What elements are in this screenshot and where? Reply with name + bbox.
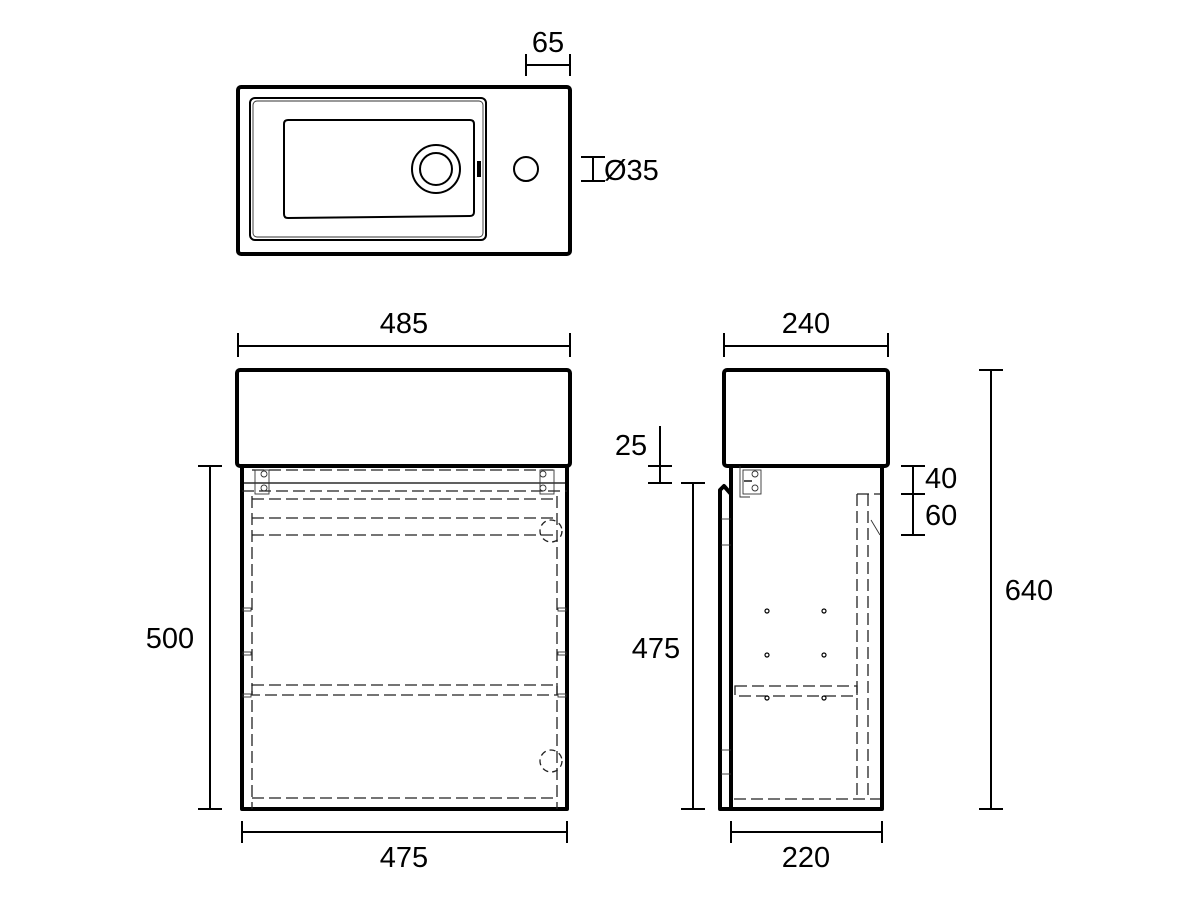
- dimension-cabinet-width: 475: [241, 821, 568, 874]
- dimension-basin-depth: 240: [723, 308, 889, 357]
- dimension-cabinet-depth: 220: [730, 821, 883, 874]
- basin-front: [235, 368, 572, 468]
- basin-rim: [249, 97, 487, 241]
- dimension-tap-diameter: Ø35: [581, 155, 659, 187]
- dim-label-240: 240: [782, 308, 830, 340]
- shelf-hidden: [251, 684, 558, 696]
- bracket-left: [254, 469, 270, 495]
- tap-hole-icon: [513, 156, 539, 182]
- dimension-door-height: 475: [632, 482, 705, 810]
- dim-label-220: 220: [782, 842, 830, 874]
- cabinet-side: [729, 466, 884, 811]
- dim-label-485: 485: [380, 308, 428, 340]
- dim-label-475-width: 475: [380, 842, 428, 874]
- dim-label-640: 640: [1005, 575, 1053, 607]
- dim-label-diameter: Ø35: [604, 155, 659, 187]
- side-view: 240: [615, 308, 1053, 874]
- waste-pipe-hidden: [539, 519, 563, 543]
- basin-outline: [236, 85, 572, 256]
- dim-label-40: 40: [925, 463, 957, 495]
- dimension-door-offset: 25: [615, 426, 672, 484]
- hinge-marks: [242, 607, 567, 698]
- basin-side: [722, 368, 890, 468]
- dimension-hinge-positions: 40 60: [901, 463, 957, 536]
- dim-label-65: 65: [532, 27, 564, 59]
- dim-label-500: 500: [146, 623, 194, 655]
- shelf-hidden-side: [734, 685, 858, 697]
- dimension-cabinet-height: 500: [146, 465, 222, 810]
- basin-bowl: [283, 119, 475, 220]
- dim-label-475-height: 475: [632, 633, 680, 665]
- front-view: 485: [146, 308, 572, 874]
- dimension-basin-width: 485: [237, 308, 571, 357]
- dim-label-25: 25: [615, 430, 647, 462]
- top-view: 65 Ø35: [236, 27, 659, 256]
- dim-label-60: 60: [925, 500, 957, 532]
- dimension-tap-offset: 65: [525, 27, 571, 76]
- dimension-total-height: 640: [979, 369, 1053, 810]
- door-panel: [718, 484, 733, 811]
- shelf-pin-holes: [764, 608, 827, 701]
- overflow-slot: [477, 161, 481, 177]
- drain-icon: [411, 144, 461, 194]
- bracket-right: [539, 469, 555, 495]
- cabinet-front: [240, 466, 569, 811]
- hinge-bracket: [739, 466, 762, 498]
